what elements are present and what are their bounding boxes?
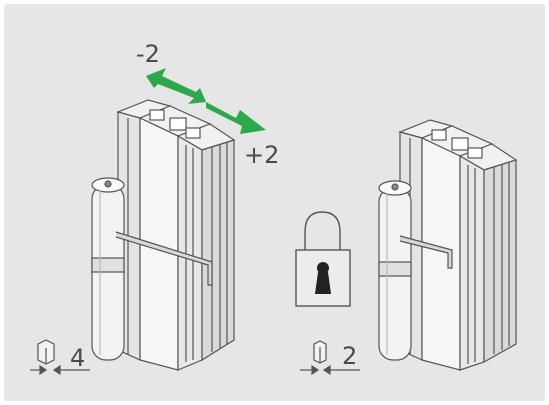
right-hinge-screw xyxy=(391,183,399,191)
left-hinge-assembly xyxy=(91,99,236,371)
double-arrow-icon-right xyxy=(206,102,266,134)
left-hinge-screw xyxy=(104,180,112,188)
padlock-shackle xyxy=(304,211,341,250)
right-hinge-arm xyxy=(399,235,453,269)
left-profile-face-4 xyxy=(201,139,235,362)
plus-label: +2 xyxy=(244,141,279,169)
adjust-arrow-group xyxy=(146,68,266,134)
left-hinge-arm xyxy=(115,231,213,286)
left-profile-chamber-2 xyxy=(169,117,187,131)
left-size-label: 4 xyxy=(70,344,85,372)
left-profile-chamber-3 xyxy=(185,127,201,139)
right-profile-face-2 xyxy=(421,137,461,371)
padlock-icon xyxy=(295,211,351,307)
padlock-keyhole-bottom xyxy=(315,272,331,294)
double-arrow-icon xyxy=(146,68,206,104)
right-profile-face-3 xyxy=(459,154,485,371)
right-hinge-assembly xyxy=(378,119,518,371)
right-size-label: 2 xyxy=(342,342,357,370)
hex-key-left-arrow-a xyxy=(39,364,48,376)
padlock-body xyxy=(295,249,351,307)
hex-key-icon-right xyxy=(300,340,360,376)
right-profile-chamber-1 xyxy=(431,129,447,141)
right-hinge-joint xyxy=(378,261,412,277)
right-profile-chamber-3 xyxy=(467,147,483,159)
hex-key-icon xyxy=(30,339,90,376)
left-profile-chamber-1 xyxy=(149,109,165,121)
left-hinge-joint xyxy=(91,257,125,273)
right-profile-face-4 xyxy=(483,159,517,364)
padlock-keyhole-top xyxy=(317,262,329,274)
hex-key-right-arrow-a xyxy=(311,364,320,376)
right-profile-chamber-2 xyxy=(451,137,469,151)
minus-label: -2 xyxy=(136,40,160,68)
